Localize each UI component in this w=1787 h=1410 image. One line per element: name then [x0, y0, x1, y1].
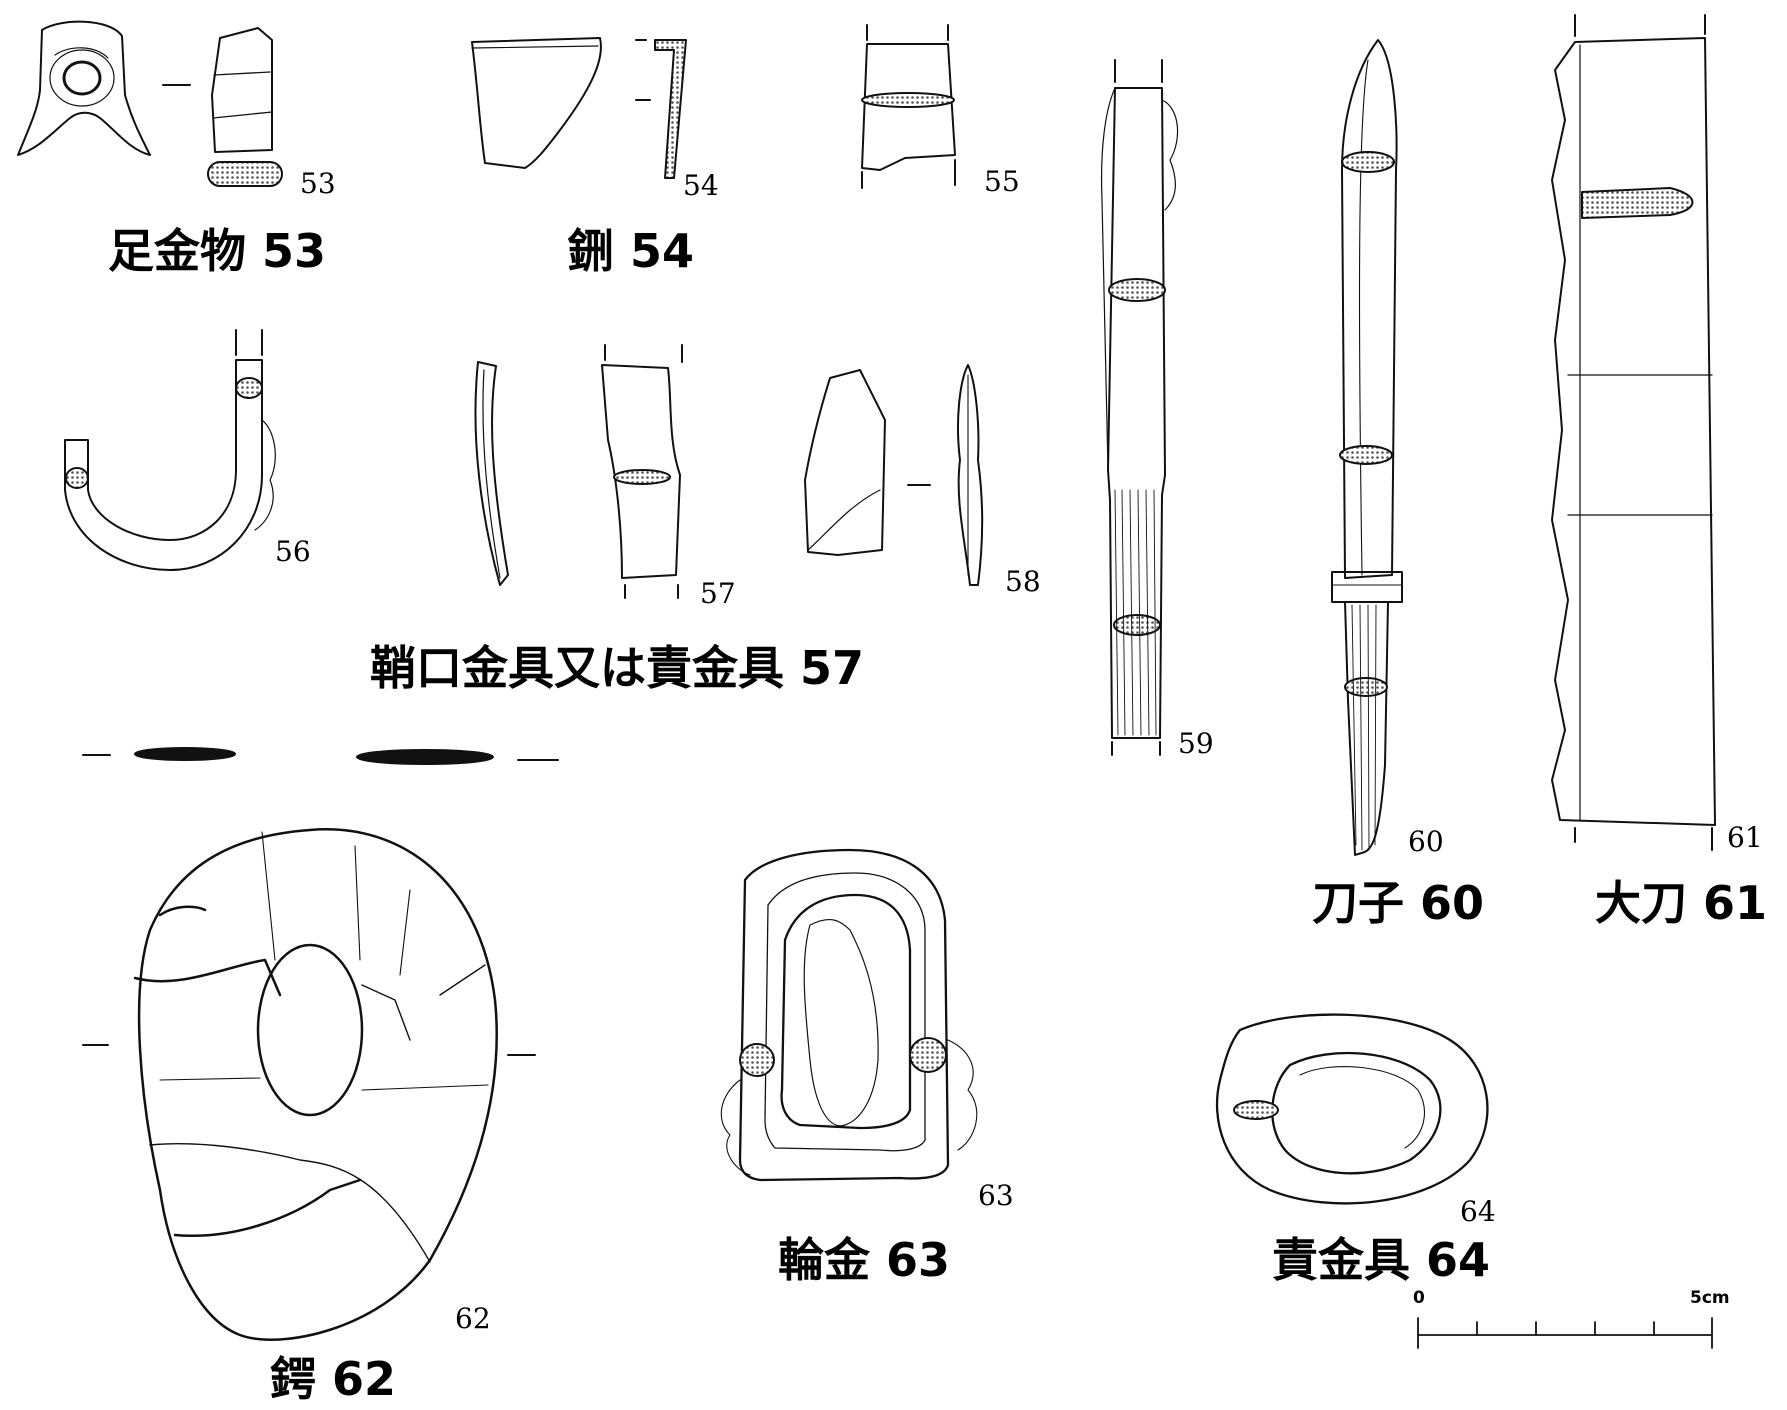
scale-end-label: 5cm	[1690, 1288, 1730, 1308]
tsuba-section-profiles	[82, 747, 559, 765]
figure-number-64: 64	[1460, 1195, 1496, 1228]
figure-number-58: 58	[1005, 565, 1041, 598]
caption-62: 鍔 62	[270, 1352, 397, 1406]
figure-number-63: 63	[978, 1179, 1014, 1212]
artifact-55-drawing	[861, 24, 956, 189]
caption-64: 責金具 64	[1272, 1233, 1491, 1287]
figure-number-57: 57	[700, 577, 736, 610]
figure-number-62: 62	[455, 1302, 491, 1335]
figure-number-61: 61	[1727, 821, 1763, 854]
artifact-64-drawing	[1215, 1013, 1489, 1205]
caption-63: 輪金 63	[778, 1233, 951, 1287]
caption-57: 鞘口金具又は責金具 57	[370, 641, 865, 695]
caption-53: 足金物 53	[108, 224, 327, 278]
artifact-63-drawing	[720, 848, 978, 1182]
artifact-59-drawing	[1100, 59, 1179, 756]
artifact-62-drawing	[82, 828, 536, 1341]
caption-60: 刀子 60	[1312, 876, 1485, 930]
figure-number-60: 60	[1408, 825, 1444, 858]
figure-number-56: 56	[275, 535, 311, 568]
figure-number-59: 59	[1178, 727, 1214, 760]
caption-61: 大刀 61	[1595, 876, 1768, 930]
caption-54: 鉶 54	[568, 224, 695, 278]
artifact-57-drawing	[474, 344, 683, 599]
artifact-61-drawing	[1551, 14, 1716, 851]
artifact-60-drawing	[1331, 39, 1403, 856]
figure-number-54: 54	[683, 169, 719, 202]
figure-number-53: 53	[300, 167, 336, 200]
artifact-53-drawing	[17, 20, 283, 187]
scale-start-label: 0	[1413, 1288, 1425, 1308]
artifact-58-drawing	[804, 364, 984, 586]
figure-number-55: 55	[984, 165, 1020, 198]
artifact-56-drawing	[64, 329, 276, 571]
scale-bar	[1417, 1317, 1713, 1349]
artifact-54-drawing	[471, 37, 687, 179]
